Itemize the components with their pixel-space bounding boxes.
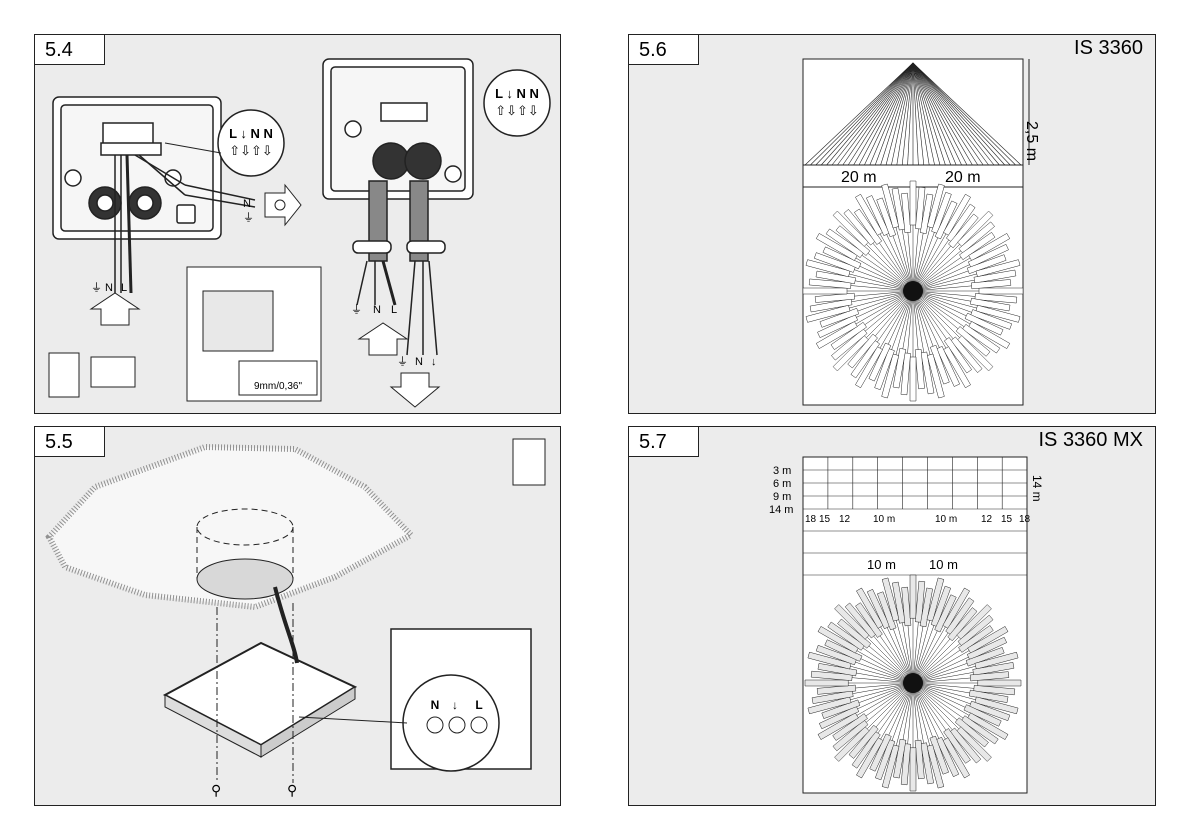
load-switched-label-right: ↓ xyxy=(431,356,437,368)
coverage-diagram-is3360: 2,5 m 20 m 20 m xyxy=(629,35,1156,414)
svg-text:10 m: 10 m xyxy=(935,514,957,525)
range-3m: 3 m xyxy=(773,465,791,477)
range-9m: 9 m xyxy=(773,491,791,503)
base-terminal-l: L xyxy=(475,698,482,712)
supply-arrow xyxy=(91,293,139,325)
terminal-arrows: ⇧⇩⇧⇩ xyxy=(229,143,273,158)
coverage-zone xyxy=(979,288,1023,294)
svg-text:18: 18 xyxy=(805,514,817,525)
coverage-zone xyxy=(910,575,916,618)
range-6m: 6 m xyxy=(773,478,791,490)
base-plate xyxy=(165,643,355,745)
mount-ceiling-icon xyxy=(513,439,545,485)
load-arrow-right xyxy=(391,373,439,407)
svg-text:15: 15 xyxy=(819,514,831,525)
coverage-zone xyxy=(803,288,847,294)
load-earth-label: ⏚ xyxy=(243,211,254,224)
width-right-label: 20 m xyxy=(945,169,981,186)
svg-text:10 m: 10 m xyxy=(873,514,895,525)
coverage-zone xyxy=(910,357,916,401)
supply-l-label: L xyxy=(121,282,127,294)
zone-left-label: 10 m xyxy=(867,557,896,572)
screw-icon: ⚲ xyxy=(211,782,221,798)
strip-length-label: 9mm/0,36" xyxy=(254,381,302,392)
terminal-labels-right: L ↓ N N xyxy=(495,86,539,101)
base-terminal-switched: ↓ xyxy=(452,698,458,712)
svg-text:12: 12 xyxy=(981,514,993,525)
supply-earth-label-right: ⏚ xyxy=(351,303,362,316)
supply-n-label-right: N xyxy=(373,304,381,316)
svg-text:18: 18 xyxy=(1019,514,1031,525)
mount-ceiling-icon xyxy=(91,357,135,387)
ceiling-install-diagram: ⚲ ⚲ N ↓ L xyxy=(35,427,561,806)
wiring-diagram: L ↓ N N ⇧⇩⇧⇩ N ⏚ ⏚ N L 9mm/0,36" xyxy=(35,35,561,414)
terminal-arrows-right: ⇧⇩⇧⇩ xyxy=(495,103,539,118)
coverage-zone xyxy=(805,680,848,686)
width-left-label: 20 m xyxy=(841,169,877,186)
coverage-diagram-is3360mx: 3 m 6 m 9 m 14 m 14 m 18 15 12 10 m 10 m… xyxy=(629,427,1156,806)
mount-wall-icon xyxy=(49,353,79,397)
range-14m: 14 m xyxy=(769,504,793,516)
supply-arrow-right xyxy=(359,323,407,355)
svg-text:12: 12 xyxy=(839,514,851,525)
panel-5-5: 5.5 ⚲ ⚲ N ↓ L xyxy=(34,426,561,806)
terminal-labels: L ↓ N N xyxy=(229,126,273,141)
base-terminal-n: N xyxy=(431,698,440,712)
screw-icon: ⚲ xyxy=(287,782,297,798)
load-n-label: N xyxy=(243,198,251,210)
panel-5-7: 5.7 IS 3360 MX 3 m 6 m 9 m 14 m 14 m 18 … xyxy=(628,426,1156,806)
coverage-zone xyxy=(910,181,916,225)
panel-5-4: 5.4 L ↓ N N ⇧⇩⇧⇩ N ⏚ ⏚ N L xyxy=(34,34,561,414)
coverage-zone xyxy=(978,680,1021,686)
supply-n-label: N xyxy=(105,282,113,294)
panel-5-6: 5.6 IS 3360 2,5 m 20 m 20 m xyxy=(628,34,1156,414)
height-label: 14 m xyxy=(1030,475,1044,502)
supply-l-label-right: L xyxy=(391,304,397,316)
load-n-label-right: N xyxy=(415,356,423,368)
load-arrow xyxy=(265,185,301,225)
device-right xyxy=(323,59,473,355)
height-label: 2,5 m xyxy=(1023,121,1040,161)
supply-earth-label: ⏚ xyxy=(91,281,102,294)
load-earth-label-right: ⏚ xyxy=(397,355,408,368)
svg-text:15: 15 xyxy=(1001,514,1013,525)
coverage-zone xyxy=(910,748,916,791)
zone-right-label: 10 m xyxy=(929,557,958,572)
